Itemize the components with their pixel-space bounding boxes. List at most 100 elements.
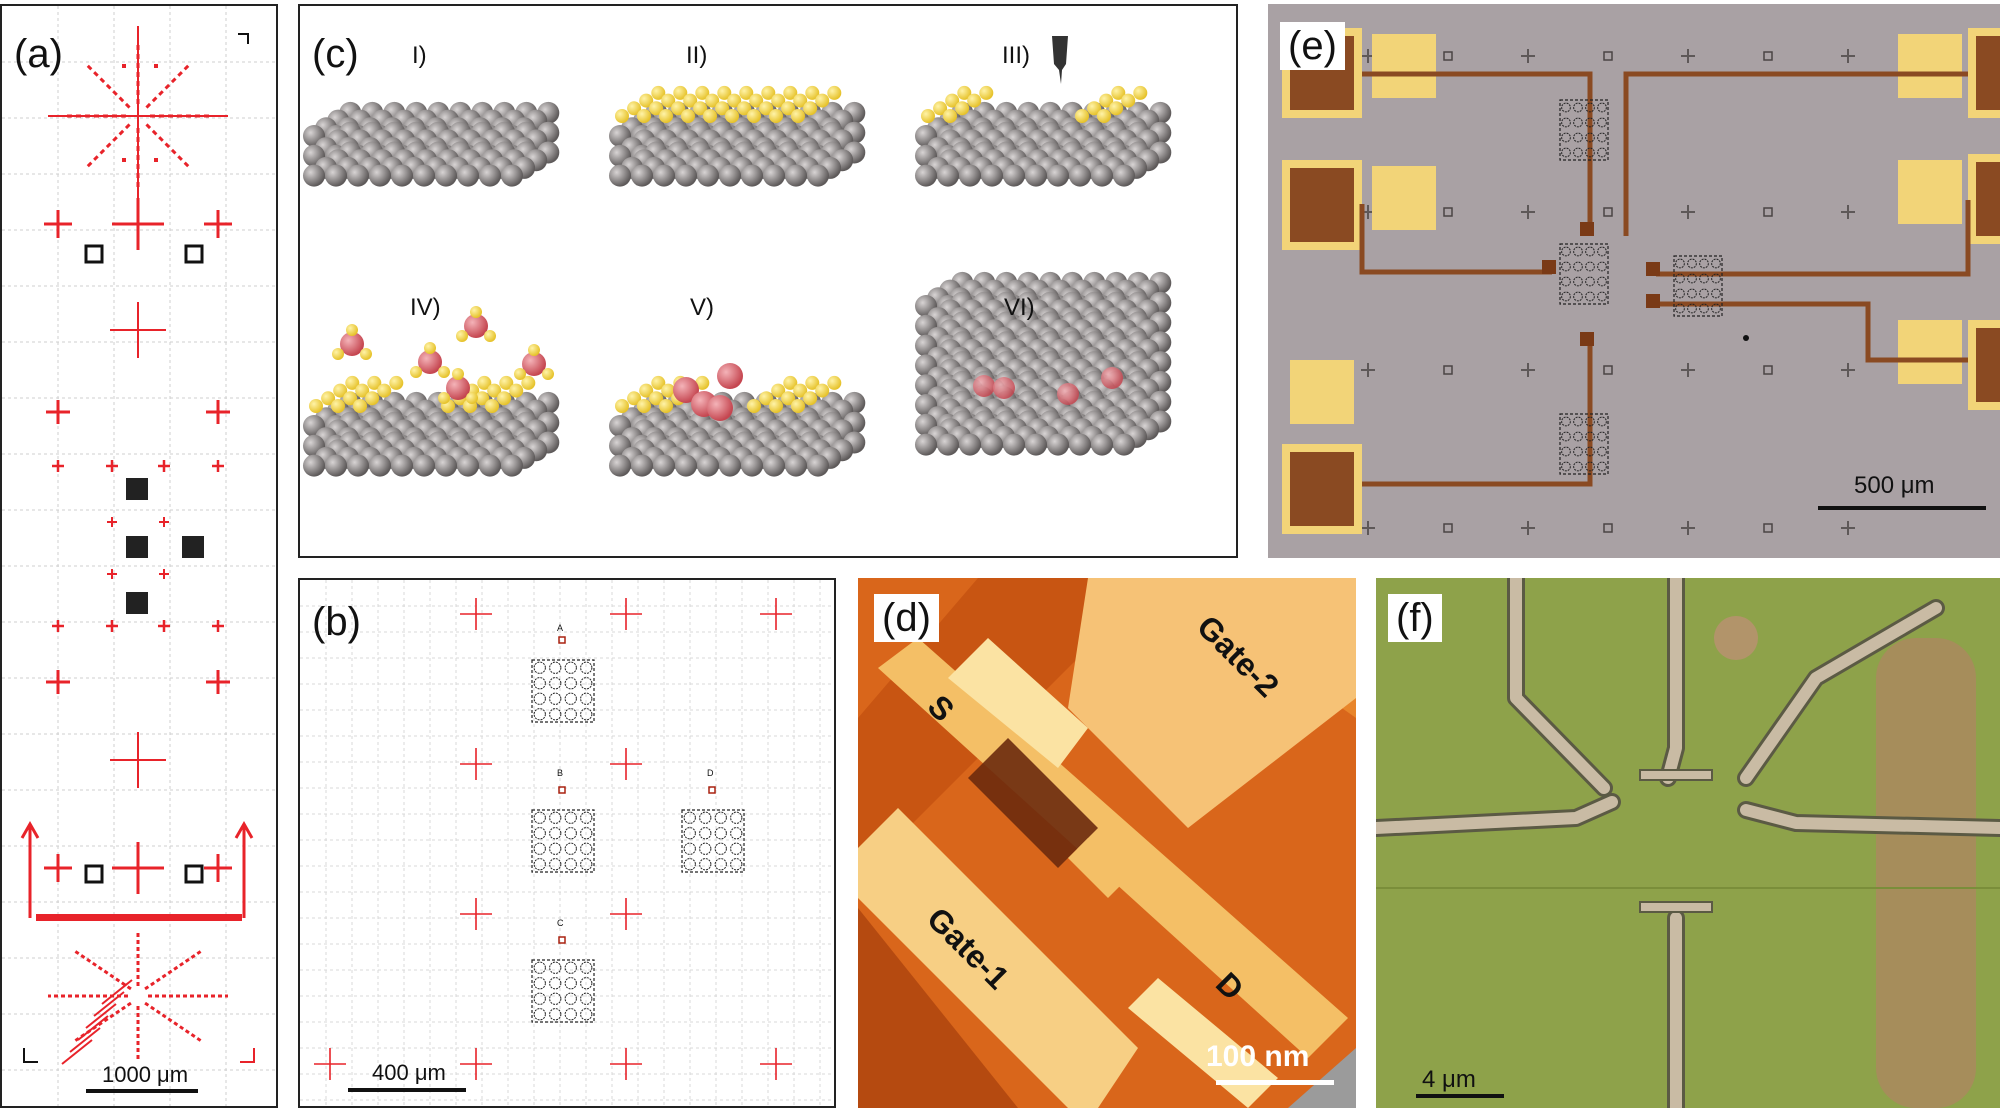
bottom-electrode-tip	[1639, 901, 1713, 913]
buried-feature	[1876, 638, 1976, 1108]
star-ray	[145, 123, 193, 171]
alignment-cross	[46, 670, 70, 694]
buried-dopant	[1101, 367, 1123, 389]
bond-pad-inner	[1290, 452, 1354, 526]
alignment-cross	[314, 1048, 346, 1080]
fan-line	[93, 991, 125, 1017]
lead-junction	[1580, 222, 1594, 236]
alignment-cross	[110, 732, 166, 788]
fan-line	[85, 1003, 117, 1029]
hydrogen-atom	[343, 391, 358, 406]
hydrogen-atom	[1075, 109, 1089, 123]
lead-junction	[1646, 262, 1660, 276]
chip-cross	[1361, 363, 1375, 377]
alignment-cross	[610, 598, 642, 630]
panel-f: (f) 4 μm	[1376, 578, 2000, 1108]
hydrogen-atom	[827, 375, 842, 390]
hydrogen-atom	[681, 109, 695, 123]
hydrogen-atom	[615, 399, 629, 413]
hydrogen-atom	[659, 399, 673, 413]
dopant-atom	[707, 395, 733, 421]
panel-b-scale-bar	[348, 1088, 466, 1092]
alignment-cross	[212, 460, 224, 472]
bond-pad-inner	[1976, 162, 2000, 236]
alignment-cross	[460, 1048, 492, 1080]
hydrogen-atom	[747, 109, 761, 123]
alignment-cross	[52, 620, 64, 632]
star-dot	[154, 158, 158, 162]
alignment-cross	[44, 210, 72, 238]
hydrogen-atom	[803, 101, 818, 116]
chip-cross	[1841, 205, 1855, 219]
star-dot	[154, 64, 158, 68]
panel-d-scale-bar	[1216, 1080, 1334, 1085]
panel-c-process-diagram	[303, 36, 1172, 477]
alignment-cross	[204, 210, 232, 238]
hydrogen-atom	[739, 85, 754, 100]
dopant-atom	[673, 377, 699, 403]
alignment-cross	[610, 898, 642, 930]
hydrogen-atom	[769, 399, 783, 413]
marker-square	[84, 244, 104, 264]
hydrogen-atom	[771, 93, 786, 108]
hydrogen-atom	[1097, 109, 1111, 123]
array-label-c: C	[557, 918, 564, 928]
contact-pad	[1898, 320, 1962, 384]
panel-f-scale-bar	[1416, 1094, 1504, 1098]
alignment-cross	[159, 569, 169, 579]
substrate-step-6	[915, 271, 1172, 456]
hydrogen-atom	[637, 109, 651, 123]
hydrogen-atom	[333, 383, 348, 398]
array-label-d: D	[707, 768, 714, 778]
array-d	[681, 809, 745, 873]
hydrogen-atom	[793, 93, 808, 108]
chip-dot-array	[1559, 99, 1609, 161]
alignment-cross	[112, 842, 164, 894]
alignment-cross	[52, 460, 64, 472]
hydrogen-atom	[1099, 93, 1114, 108]
alignment-cross	[206, 670, 230, 694]
star-ray	[144, 949, 203, 991]
hydrogen-atom	[693, 101, 708, 116]
chip-dot-array	[1559, 413, 1609, 475]
hydrogen-atom	[725, 109, 739, 123]
hydrogen-atom	[1109, 101, 1124, 116]
hydrogen-atom	[827, 85, 842, 100]
hydrogen-atom	[703, 109, 717, 123]
hydrogen-atom	[759, 101, 774, 116]
panel-b-layout	[300, 580, 834, 1106]
hydrogen-atom	[705, 93, 720, 108]
buried-dopant	[1057, 383, 1079, 405]
array-label-a: A	[557, 623, 564, 633]
hydrogen-atom	[521, 375, 536, 390]
chip-square	[1763, 207, 1773, 217]
array-c	[531, 959, 595, 1023]
fan-line	[77, 1015, 109, 1041]
precursor-molecule	[514, 344, 554, 380]
alignment-cross	[610, 1048, 642, 1080]
panel-e-scale-bar	[1818, 506, 1986, 510]
dot-array	[126, 592, 148, 614]
alignment-cross	[110, 302, 166, 358]
hydrogen-atom	[979, 85, 994, 100]
hydrogen-atom	[805, 375, 820, 390]
corner-mark	[23, 1048, 38, 1063]
hydrogen-atom	[769, 109, 783, 123]
chip-cross	[1521, 363, 1535, 377]
electrical-lead	[1362, 344, 1593, 487]
hydrogen-atom	[661, 383, 676, 398]
alignment-cross	[460, 748, 492, 780]
hydrogen-atom	[509, 383, 524, 398]
hydrogen-atom	[661, 93, 676, 108]
dot-array	[126, 536, 148, 558]
debris	[1743, 335, 1749, 341]
chip-cross	[1841, 521, 1855, 535]
star-ray	[144, 1001, 203, 1043]
marker-square	[184, 864, 204, 884]
buried-dopant	[993, 377, 1015, 399]
source-lead	[948, 638, 1088, 768]
pad-marker	[558, 936, 566, 944]
surface-spot	[1714, 616, 1758, 660]
hydrogen-atom	[747, 399, 761, 413]
hydrogen-atom	[389, 375, 404, 390]
